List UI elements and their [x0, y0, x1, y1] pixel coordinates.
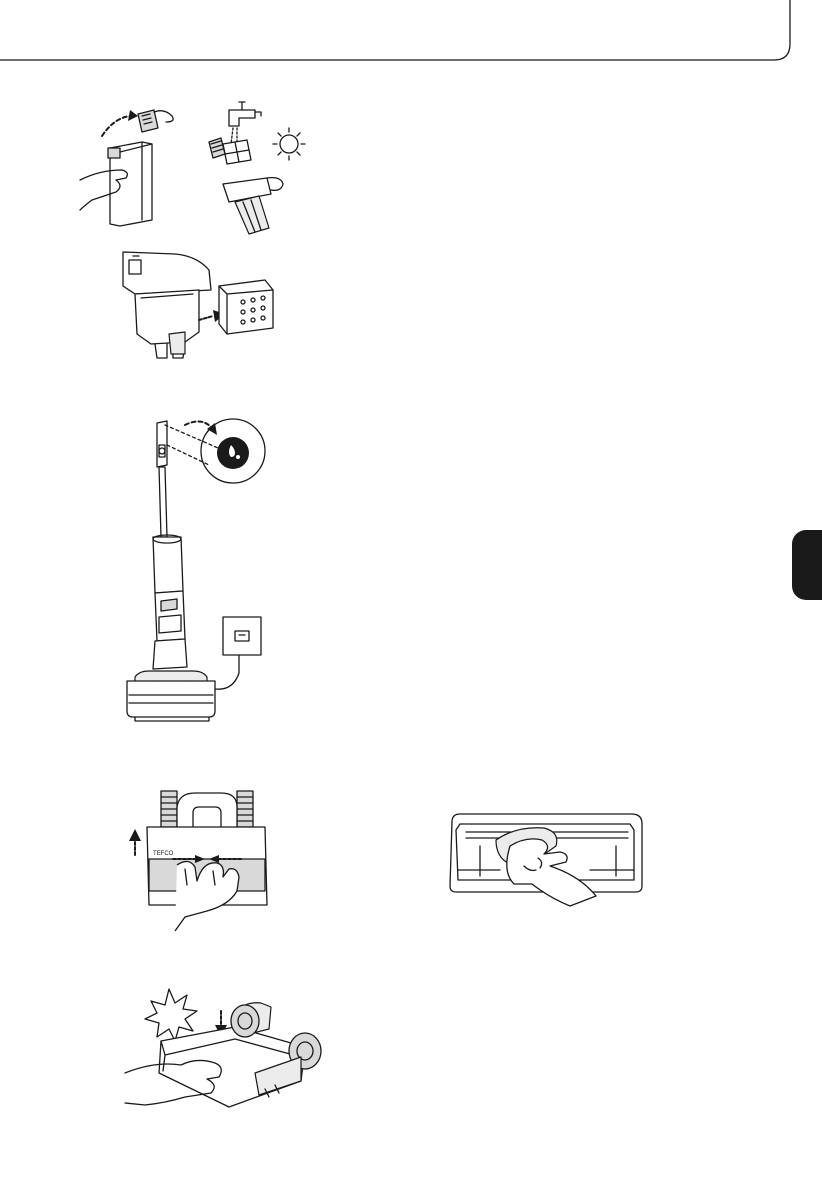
self-cleaning-charging-icon [115, 405, 275, 730]
figure-dustbin-filter-removal [80, 108, 190, 233]
figure-brush-roller-removal: TEFCO [125, 785, 270, 935]
figure-self-cleaning-charging [115, 405, 275, 730]
brush-housing-wipe-icon [440, 810, 650, 915]
filter-reinsert-icon [115, 250, 285, 365]
brush-roller-removal-icon: TEFCO [125, 785, 270, 935]
figure-brush-housing-wipe [440, 810, 650, 915]
dustbin-filter-removal-icon [80, 108, 190, 233]
filter-washing-drying-icon [195, 98, 310, 238]
brush-brand-label: TEFCO [153, 851, 174, 857]
figure-brush-roller-install [125, 985, 330, 1110]
corner-crop-mark [0, 0, 822, 60]
section-tab-marker [792, 530, 822, 600]
figure-filter-reinsert [115, 250, 285, 365]
brush-roller-install-icon [125, 985, 330, 1110]
figure-filter-washing-drying [195, 98, 310, 238]
